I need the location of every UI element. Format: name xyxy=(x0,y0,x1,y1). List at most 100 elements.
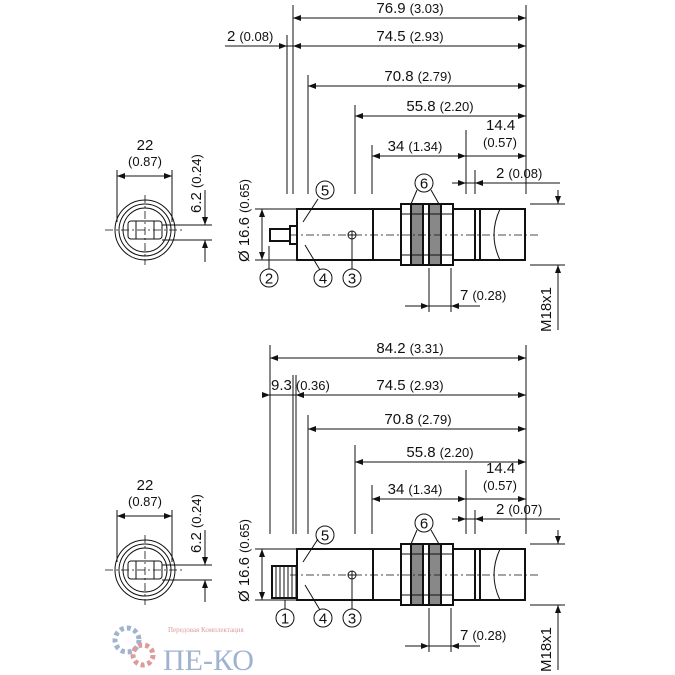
end-height-label-mm: 6.2 xyxy=(188,192,205,213)
leader xyxy=(410,189,418,205)
d745-dim-label-inch: (2.93) xyxy=(410,29,444,44)
end-width-label: 22 xyxy=(137,477,154,494)
arrowhead-icon xyxy=(202,240,208,248)
arrowhead-icon xyxy=(355,459,363,465)
end-height-label-inch: (0.24) xyxy=(189,154,204,188)
arrowhead-icon xyxy=(202,580,208,588)
arrowhead-icon xyxy=(259,209,265,217)
d2-dim-label-inch: (0.08) xyxy=(508,166,542,181)
arrowhead-icon xyxy=(164,513,172,519)
callout-6: 6 xyxy=(420,516,428,533)
d34-dim-label-inch: (1.34) xyxy=(408,139,442,154)
arrowhead-icon xyxy=(518,43,526,49)
callout-5-circle xyxy=(315,180,335,200)
end-height-label: 6.2 (0.24) xyxy=(188,154,205,213)
leader xyxy=(430,529,440,545)
arrowhead-icon xyxy=(202,217,208,225)
offset-dim-label-mm: 2 xyxy=(227,28,235,45)
d745-dim-label-mm: 74.5 xyxy=(376,28,405,45)
diameter-dim-label: Ø 16.6(0.65) xyxy=(236,179,253,262)
arrowhead-icon xyxy=(293,43,301,49)
arrowhead-icon xyxy=(296,392,304,398)
callout-5: 5 xyxy=(321,183,329,200)
arrowhead-icon xyxy=(117,513,125,519)
d558-dim-label: 55.8(2.20) xyxy=(406,98,473,115)
d558-dim-label-mm: 55.8 xyxy=(406,98,435,115)
arrowhead-icon xyxy=(451,303,459,309)
overall-length-dim-label-inch: (3.03) xyxy=(410,1,444,16)
arrowhead-icon xyxy=(372,153,380,159)
arrowhead-icon xyxy=(308,426,316,432)
end-height-label-mm: 6.2 xyxy=(188,532,205,553)
d7-dim-label-inch: (0.28) xyxy=(472,288,506,303)
callout-6: 6 xyxy=(420,176,428,193)
arrowhead-icon xyxy=(421,643,429,649)
d2-dim-label-mm: 2 xyxy=(496,501,504,518)
arrowhead-icon xyxy=(518,355,526,361)
offset-dim-label-inch: (0.36) xyxy=(296,378,330,393)
leader xyxy=(302,198,319,223)
sensor-housing-rear xyxy=(296,208,374,261)
d7-dim-label: 7 (0.28) xyxy=(460,287,506,304)
cable xyxy=(269,228,291,242)
d745-dim-label-mm: 74.5 xyxy=(376,377,405,394)
diameter-dim-label-inch: (0.65) xyxy=(237,519,252,553)
d2-dim-label: 2 (0.08) xyxy=(496,165,542,182)
sensor-face-cap xyxy=(479,548,526,601)
arrowhead-icon xyxy=(259,252,265,260)
arrowhead-icon xyxy=(259,592,265,600)
thread-label: M18x1 xyxy=(538,627,555,672)
callout-5: 5 xyxy=(321,528,329,545)
callout-1-circle xyxy=(275,608,295,628)
arrowhead-icon xyxy=(293,15,301,21)
callout-4: 4 xyxy=(319,611,327,628)
callout-5-circle xyxy=(315,525,335,545)
arrowhead-icon xyxy=(475,180,483,186)
d144-inch-label: (0.57) xyxy=(483,478,517,493)
diameter-dim-label-inch: (0.65) xyxy=(237,179,252,213)
d558-dim-label: 55.8(2.20) xyxy=(406,444,473,461)
leader xyxy=(430,189,440,205)
d2-dim-label-mm: 2 xyxy=(496,165,504,182)
d34-dim-label: 34(1.34) xyxy=(388,481,443,498)
arrowhead-icon xyxy=(458,180,466,186)
leader xyxy=(304,584,321,611)
d144-inch-label: (0.57) xyxy=(483,135,517,150)
d34-dim-label-inch: (1.34) xyxy=(408,482,442,497)
leader xyxy=(302,538,319,563)
arrowhead-icon xyxy=(355,113,363,119)
offset-dim-label-inch: (0.08) xyxy=(239,29,273,44)
arrowhead-icon xyxy=(518,113,526,119)
d7-dim-label-mm: 7 xyxy=(460,287,468,304)
d708-dim-label: 70.8(2.79) xyxy=(384,68,451,85)
d7-dim-label: 7(0.28) xyxy=(460,627,506,644)
diameter-dim-label-mm: Ø 16.6 xyxy=(236,557,253,602)
callout-3-circle xyxy=(342,268,362,288)
d2-dim-label-inch: (0.07) xyxy=(508,502,542,517)
d558-dim-label-mm: 55.8 xyxy=(406,444,435,461)
end-width-inch-label: (0.87) xyxy=(128,494,162,509)
d708-dim-label: 70.8(2.79) xyxy=(384,411,451,428)
arrowhead-icon xyxy=(451,643,459,649)
d7-dim-label-inch: (0.28) xyxy=(472,628,506,643)
arrowhead-icon xyxy=(518,15,526,21)
arrowhead-icon xyxy=(518,496,526,502)
overall-length-dim-label-mm: 84.2 xyxy=(376,340,405,357)
d745-dim-label-inch: (2.93) xyxy=(410,378,444,393)
arrowhead-icon xyxy=(555,536,561,544)
d34-dim-label-mm: 34 xyxy=(388,481,405,498)
d144-label: 14.4 xyxy=(486,117,515,134)
d34-dim-label-mm: 34 xyxy=(388,138,405,155)
arrowhead-icon xyxy=(518,392,526,398)
d34-dim-label: 34(1.34) xyxy=(388,138,443,155)
arrowhead-icon xyxy=(555,196,561,204)
d708-dim-label-inch: (2.79) xyxy=(418,412,452,427)
diameter-dim-label: Ø 16.6 (0.65) xyxy=(236,519,253,602)
mounting-nuts xyxy=(400,543,454,606)
arrowhead-icon xyxy=(518,83,526,89)
callout-4: 4 xyxy=(319,271,327,288)
callout-4-circle xyxy=(313,608,333,628)
arrowhead-icon xyxy=(475,516,483,522)
